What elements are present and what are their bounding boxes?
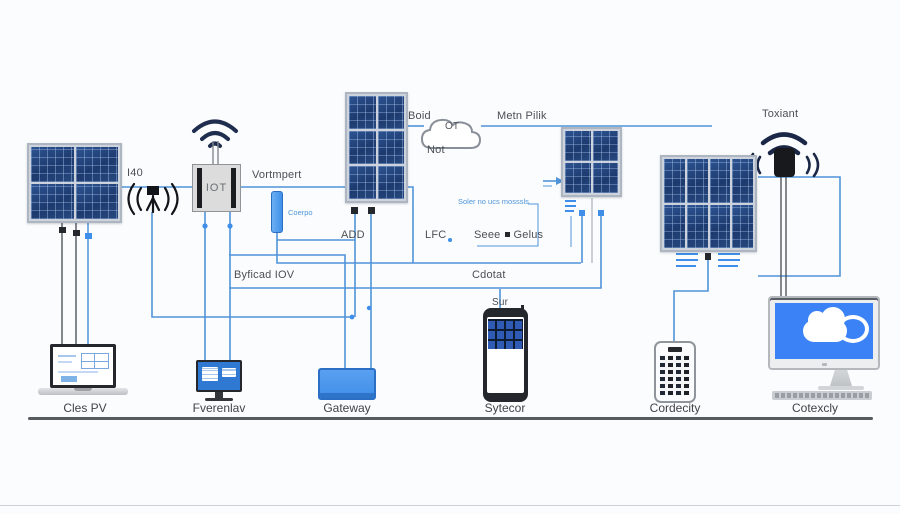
desktop-monitor-device [196,360,242,392]
iot-box-bar [231,168,236,208]
monitor-logo-dot [822,363,827,366]
cloud-monitor-device [768,296,880,370]
toxiant-signal-icon [760,132,808,156]
label-metn-pilik: Metn Pilik [497,110,547,122]
laptop-device [50,344,116,388]
iot-box-label: IOT [205,182,228,194]
remote-display [668,347,682,352]
laptop-notch [74,388,92,391]
cloud-icon [803,307,847,342]
solar-cell [349,131,376,164]
monitor-stand [215,392,223,398]
solar-cell [31,184,74,219]
caption-phone: Sytecor [484,401,526,415]
wifi-signal-icon [192,119,238,148]
label-lfc: LFC [425,229,447,241]
label-i40: I40 [127,167,143,179]
solar-cell [349,96,376,129]
label-cdotat: Cdotat [472,269,506,281]
label-toxiant: Toxiant [762,108,799,120]
solar-cell [377,131,404,164]
cloud-monitor-screen [775,303,873,359]
label-add: ADD [341,229,365,241]
solar-panel-left [27,143,122,223]
cloud-monitor-base [818,386,864,390]
solar-cell [709,159,731,203]
smartphone-device [483,308,528,402]
caption-remote: Cordecity [649,401,701,415]
solar-cell [565,163,591,193]
gateway-device [318,368,376,400]
solar-cell [664,159,685,203]
label-byficad: Byficad IOV [234,269,295,281]
cloud-shape [420,118,482,149]
solar-cell [732,159,753,203]
toxiant-device [774,148,795,177]
solar-cell [75,184,118,219]
bottom-divider-line [0,505,900,506]
solar-cell [664,204,685,248]
solar-panel-mid [561,127,622,197]
solar-cell [592,163,618,193]
label-seee-gelus: Seee Gelus [474,229,543,241]
solar-cell [686,159,708,203]
laptop-base [38,388,128,395]
label-boid: Boid [408,110,431,122]
solar-cell [565,131,591,161]
remote-keypad [660,355,690,395]
cloud-monitor-stand [830,370,852,386]
label-vortmpert: Vortmpert [252,169,302,181]
phone-solar-grid [488,319,523,349]
label-gelus: Gelus [513,229,544,241]
solar-cell [592,131,618,161]
label-sur: Sur [492,297,509,308]
caption-monitor1: Fverenlav [192,401,246,415]
laptop-screen [53,347,113,385]
solar-cell [709,204,731,248]
broadcast-antenna-icon [127,182,179,216]
monitor-screen [198,362,240,390]
solar-cell [31,147,74,182]
solar-panel-right [660,155,757,252]
square-bullet-icon [504,232,510,237]
keyboard [772,391,872,400]
iot-gateway-box: IOT [192,164,241,212]
solar-panel-tall [345,92,408,203]
iot-box-bar [197,168,202,208]
label-seee: Seee [474,229,501,241]
phone-screen [487,317,524,393]
caption-gateway: Gateway [323,401,371,415]
cloud-text: OT [445,121,459,132]
label-coerpo: Coerpo [288,208,313,217]
label-soler-note: Soler no ucs mosssls [458,197,529,206]
solar-cell [75,147,118,182]
solar-cell [377,166,404,199]
solar-cell [377,96,404,129]
solar-cell [732,204,753,248]
label-not: Not [427,144,445,156]
solar-cell [349,166,376,199]
fuse-component [271,191,283,233]
remote-controller-device [654,341,696,403]
monitor-base [205,398,233,401]
ground-line [28,417,873,420]
solar-cell [686,204,708,248]
caption-monitor2: Cotexcly [791,401,838,415]
caption-laptop: Cles PV [63,401,107,415]
